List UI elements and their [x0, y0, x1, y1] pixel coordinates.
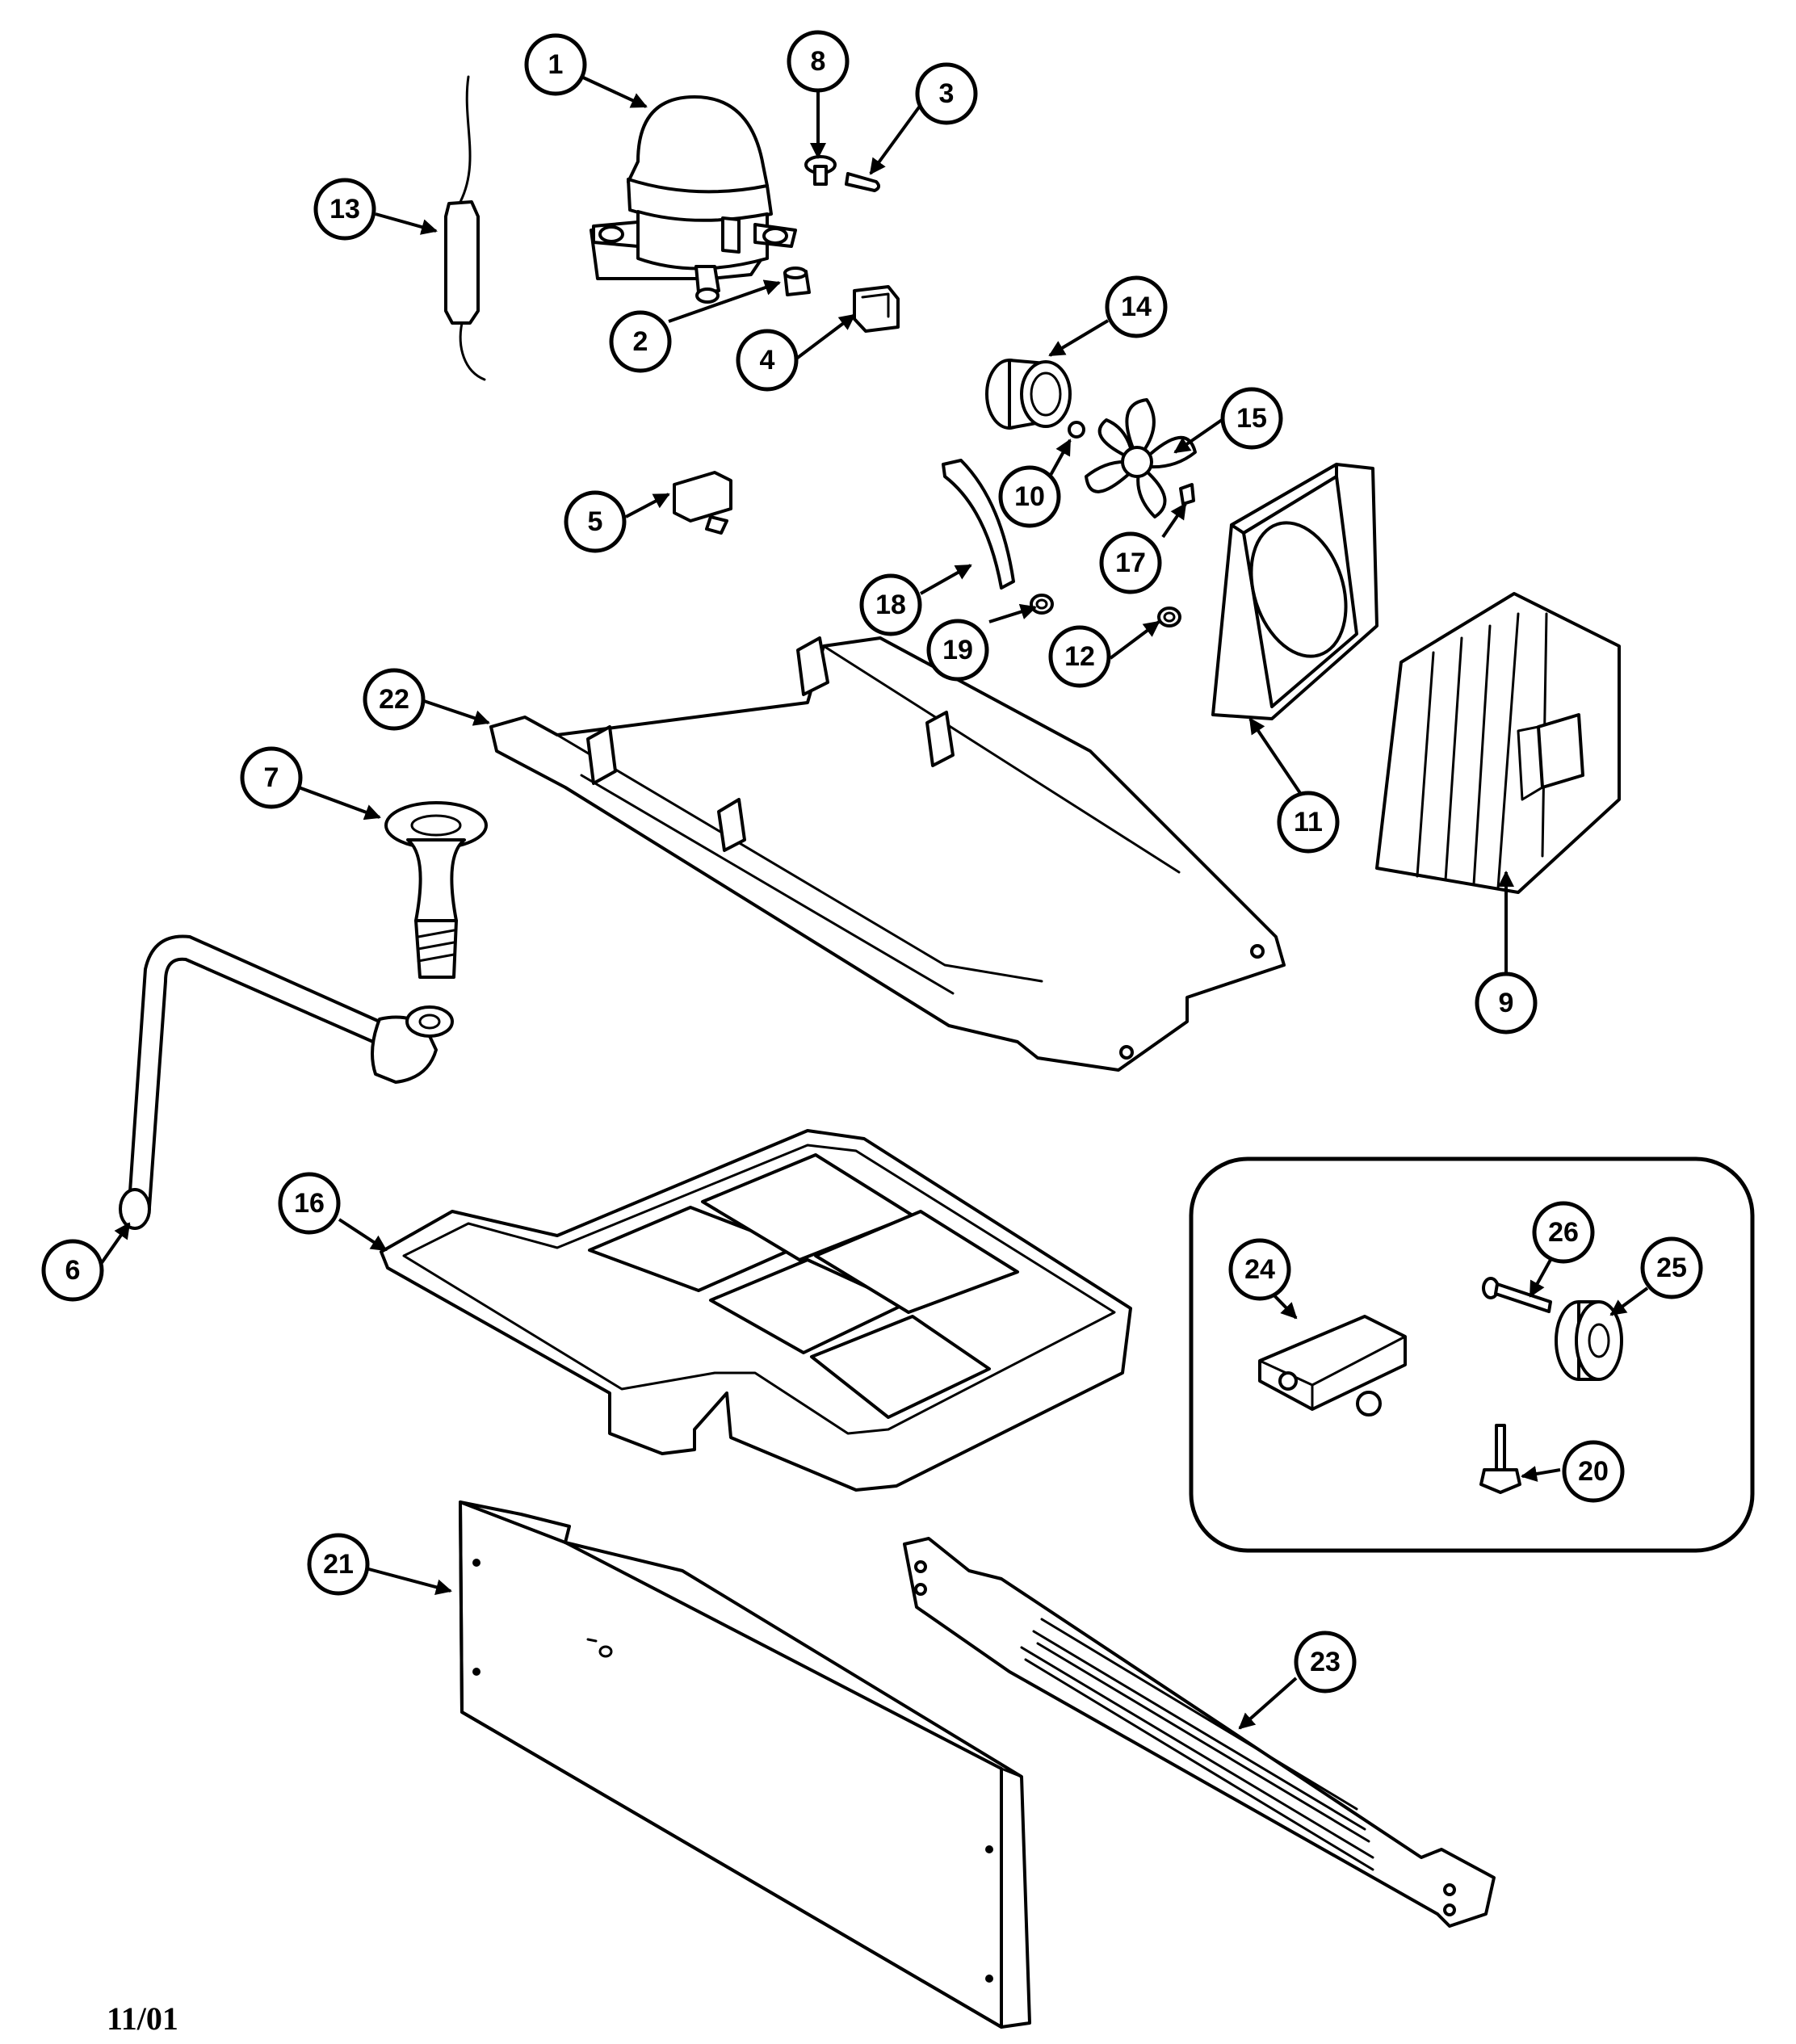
drain-funnel-part	[384, 801, 488, 979]
fan-motor-part	[985, 359, 1072, 430]
nut-part	[1068, 421, 1085, 439]
callout-2: 2	[609, 310, 672, 373]
callout-10: 10	[998, 465, 1061, 528]
callout-label-8: 8	[811, 46, 826, 77]
callout-label-7: 7	[264, 762, 279, 793]
kick-plate-part	[459, 1500, 1031, 2029]
clip-part	[845, 172, 880, 192]
fan-shroud-part	[1211, 463, 1378, 720]
callout-13: 13	[313, 178, 376, 241]
callout-label-21: 21	[323, 1549, 354, 1580]
callout-label-26: 26	[1548, 1217, 1579, 1248]
condenser-part	[1375, 592, 1621, 894]
callout-11: 11	[1277, 791, 1340, 854]
callout-label-13: 13	[329, 194, 360, 225]
drain-pan-part	[380, 1129, 1132, 1492]
bracket-grommet-part	[1030, 594, 1054, 615]
roller-wheel-part	[1555, 1300, 1623, 1381]
callout-label-11: 11	[1294, 807, 1323, 837]
callout-26: 26	[1532, 1201, 1595, 1264]
leveling-leg-part	[1479, 1424, 1521, 1494]
revision-date: 11/01	[107, 2000, 178, 2037]
callout-label-12: 12	[1064, 641, 1095, 672]
grommet-part	[783, 267, 811, 296]
callout-label-22: 22	[379, 684, 409, 715]
callout-12: 12	[1048, 625, 1111, 688]
callout-3: 3	[915, 62, 978, 125]
callout-label-1: 1	[548, 49, 564, 80]
callout-label-14: 14	[1121, 292, 1152, 322]
callout-14: 14	[1105, 275, 1168, 338]
switch-part	[673, 471, 732, 535]
callout-16: 16	[278, 1172, 341, 1235]
callout-22: 22	[363, 668, 426, 731]
callout-19: 19	[926, 619, 989, 682]
roller-assembly-part	[1258, 1315, 1407, 1417]
callout-label-3: 3	[939, 78, 955, 109]
callout-label-10: 10	[1014, 481, 1045, 512]
callout-21: 21	[307, 1533, 370, 1596]
callout-20: 20	[1562, 1440, 1625, 1503]
callout-4: 4	[736, 329, 799, 392]
callout-label-16: 16	[294, 1188, 325, 1219]
callout-18: 18	[859, 573, 922, 636]
callout-7: 7	[240, 746, 303, 809]
callout-label-5: 5	[588, 506, 603, 537]
drier-part	[444, 75, 486, 381]
callout-label-17: 17	[1115, 548, 1146, 578]
callout-label-9: 9	[1499, 988, 1514, 1018]
callout-15: 15	[1220, 387, 1283, 450]
motor-bracket-part	[942, 459, 1015, 590]
compressor-part	[590, 95, 797, 304]
callout-label-6: 6	[65, 1255, 81, 1286]
callout-label-19: 19	[942, 635, 973, 665]
callout-24: 24	[1228, 1238, 1291, 1301]
callout-label-20: 20	[1578, 1456, 1609, 1487]
callout-label-4: 4	[760, 345, 775, 376]
callout-6: 6	[41, 1239, 104, 1302]
callout-1: 1	[524, 33, 587, 96]
callout-label-23: 23	[1310, 1647, 1341, 1677]
drain-tube-part	[119, 934, 454, 1230]
blade-clip-part	[1179, 483, 1195, 506]
callout-8: 8	[787, 30, 850, 93]
callout-label-18: 18	[875, 590, 906, 620]
callout-label-25: 25	[1656, 1253, 1687, 1283]
callout-label-15: 15	[1236, 403, 1267, 434]
base-rail-part	[489, 636, 1286, 1072]
fan-blade-part	[1085, 398, 1197, 518]
callout-17: 17	[1099, 531, 1162, 594]
grille-part	[903, 1537, 1496, 1928]
shroud-grommet-part	[1157, 606, 1181, 627]
callout-label-24: 24	[1244, 1254, 1275, 1285]
callout-9: 9	[1475, 972, 1538, 1035]
mounting-bolt-part	[804, 155, 837, 186]
relay-part	[853, 285, 900, 333]
callout-label-2: 2	[633, 326, 648, 357]
callout-25: 25	[1640, 1236, 1703, 1299]
leader-lines	[99, 75, 1649, 1730]
callout-5: 5	[564, 490, 627, 553]
callout-23: 23	[1294, 1631, 1357, 1694]
